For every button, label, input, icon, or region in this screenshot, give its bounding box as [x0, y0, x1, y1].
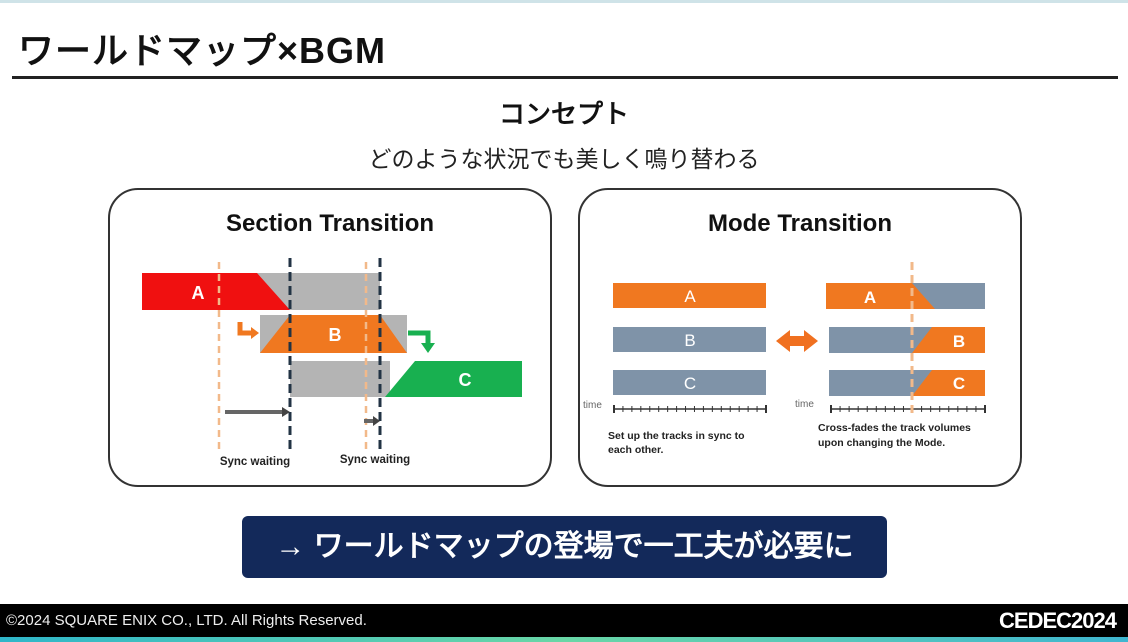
mode-transition-title: Mode Transition	[707, 210, 892, 237]
track-a-label: A	[192, 283, 205, 303]
mode-left-track-a	[613, 283, 766, 308]
bidirectional-arrow-icon	[776, 330, 818, 352]
track-a-bar	[142, 273, 290, 310]
concept-subtitle: どのような状況でも美しく鳴り替わる	[368, 146, 760, 172]
green-elbow-arrow-icon	[408, 330, 431, 344]
right-caption-line: upon changing the Mode.	[818, 437, 945, 449]
time-label: time	[583, 400, 602, 411]
track-c-bar	[385, 361, 522, 397]
arrowhead-icon	[373, 416, 380, 426]
track-a-label: A	[864, 288, 876, 307]
left-caption-line: Set up the tracks in sync to	[608, 430, 745, 442]
green-arrowhead-icon	[421, 343, 435, 353]
conclusion-callout: → ワールドマップの登場で一工夫が必要に	[242, 516, 887, 578]
time-axis-left-ticks	[622, 406, 758, 412]
track-b-label: B	[329, 325, 342, 345]
arrowhead-icon	[282, 407, 290, 417]
slide-title: ワールドマップ×BGM	[18, 30, 387, 71]
title-divider	[12, 76, 1118, 79]
track-c-label: C	[459, 370, 472, 390]
track-c-label: C	[953, 374, 965, 393]
orange-arrowhead-icon	[251, 327, 259, 339]
transition-diagrams: A B C Sync waiting Sync waiting A B C ti…	[142, 258, 986, 468]
copyright-text: ©2024 SQUARE ENIX CO., LTD. All Rights R…	[6, 612, 367, 629]
mode-right-track-c	[912, 370, 985, 396]
concept-heading: コンセプト	[498, 99, 629, 129]
track-c-label: C	[684, 374, 696, 393]
section-diagram: A B C Sync waiting Sync waiting	[142, 258, 522, 468]
mode-left-track-b	[613, 327, 766, 352]
sync-waiting-label: Sync waiting	[340, 454, 410, 466]
footer-bar: ©2024 SQUARE ENIX CO., LTD. All Rights R…	[0, 604, 1128, 637]
track-b-bar	[260, 315, 407, 353]
mode-diagram: A B C time A B C time Set up the tracks …	[583, 262, 986, 456]
footer-gradient	[0, 637, 1128, 642]
mode-right-track-a	[826, 283, 935, 309]
sync-waiting-label: Sync waiting	[220, 456, 290, 468]
track-a-label: A	[684, 287, 696, 306]
mode-right-track-b	[912, 327, 985, 353]
right-caption-line: Cross-fades the track volumes	[818, 422, 971, 434]
time-axis-right	[830, 405, 986, 413]
section-transition-title: Section Transition	[225, 210, 435, 237]
top-accent-line	[0, 0, 1128, 3]
time-axis-left	[613, 405, 767, 413]
time-label: time	[795, 399, 814, 410]
left-caption-line: each other.	[608, 444, 664, 456]
cedec-logo: CEDEC2024	[999, 608, 1117, 633]
track-b-label: B	[953, 332, 965, 351]
track-c-silent	[290, 361, 390, 397]
orange-elbow-arrow-icon	[237, 322, 252, 336]
track-b-label: B	[684, 331, 695, 350]
mode-left-track-c	[613, 370, 766, 395]
